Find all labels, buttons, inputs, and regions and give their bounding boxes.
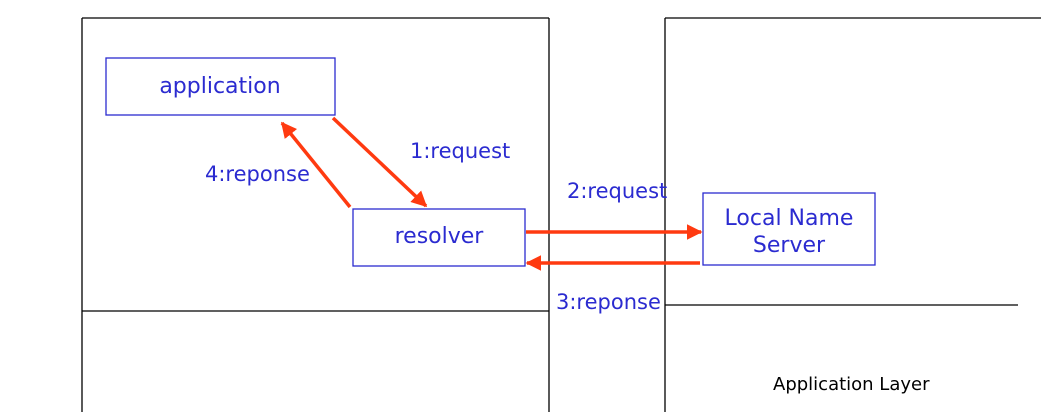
edge-label-4-reponse: 4:reponse xyxy=(205,162,310,186)
local-name-server-label-line2: Server xyxy=(753,233,826,258)
resolver-label: resolver xyxy=(395,224,485,249)
left-host-frame xyxy=(81,17,550,412)
application-label: application xyxy=(159,74,280,99)
edge-label-1-request: 1:request xyxy=(410,139,510,163)
edge-label-2-request: 2:request xyxy=(567,179,667,203)
arrow-request-application-to-resolver xyxy=(331,116,428,208)
application-node: application xyxy=(105,57,336,116)
right-host-frame xyxy=(664,17,1041,412)
arrow-response-resolver-to-application xyxy=(280,121,352,209)
local-name-server-label-line1: Local Name xyxy=(725,206,854,231)
resolver-node: resolver xyxy=(352,208,526,267)
edge-label-3-reponse: 3:reponse xyxy=(556,290,661,314)
application-layer-label: Application Layer xyxy=(773,374,930,395)
local-name-server-node: Local Name Server xyxy=(702,192,876,266)
